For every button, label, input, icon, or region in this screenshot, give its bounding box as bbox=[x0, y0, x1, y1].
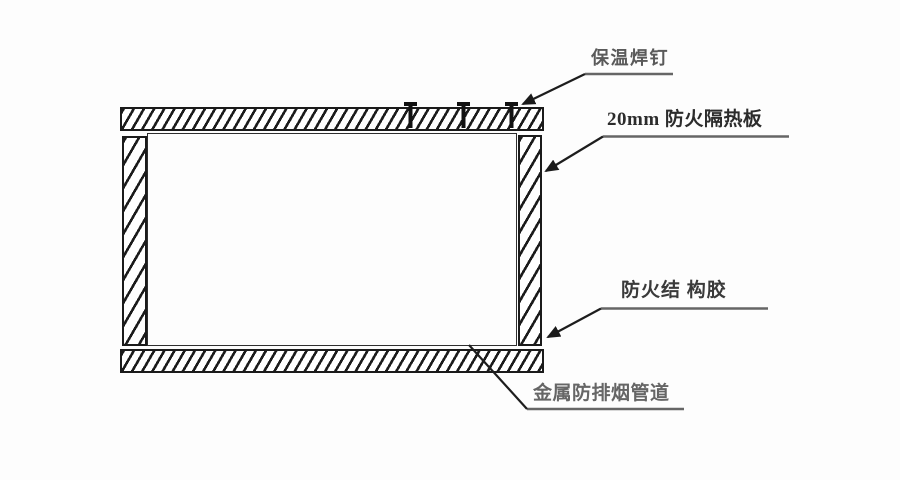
leader-board bbox=[544, 135, 604, 173]
callout-insulation-weld-pin: 保温焊钉 bbox=[591, 48, 669, 68]
callout-fire-insulation-board: 20mm 防火隔热板 bbox=[607, 109, 763, 130]
fire-board-top bbox=[120, 107, 544, 131]
fire-board-bottom bbox=[120, 349, 544, 373]
leader-adhesive bbox=[546, 307, 602, 338]
fire-board-left bbox=[122, 136, 147, 346]
leader-weld-pin bbox=[521, 73, 586, 105]
fire-board-right bbox=[518, 135, 542, 346]
metal-duct-outline bbox=[147, 133, 517, 346]
callout-fire-structural-adhesive: 防火结 构胶 bbox=[621, 280, 727, 301]
callout-metal-smoke-exhaust-duct: 金属防排烟管道 bbox=[533, 383, 670, 404]
